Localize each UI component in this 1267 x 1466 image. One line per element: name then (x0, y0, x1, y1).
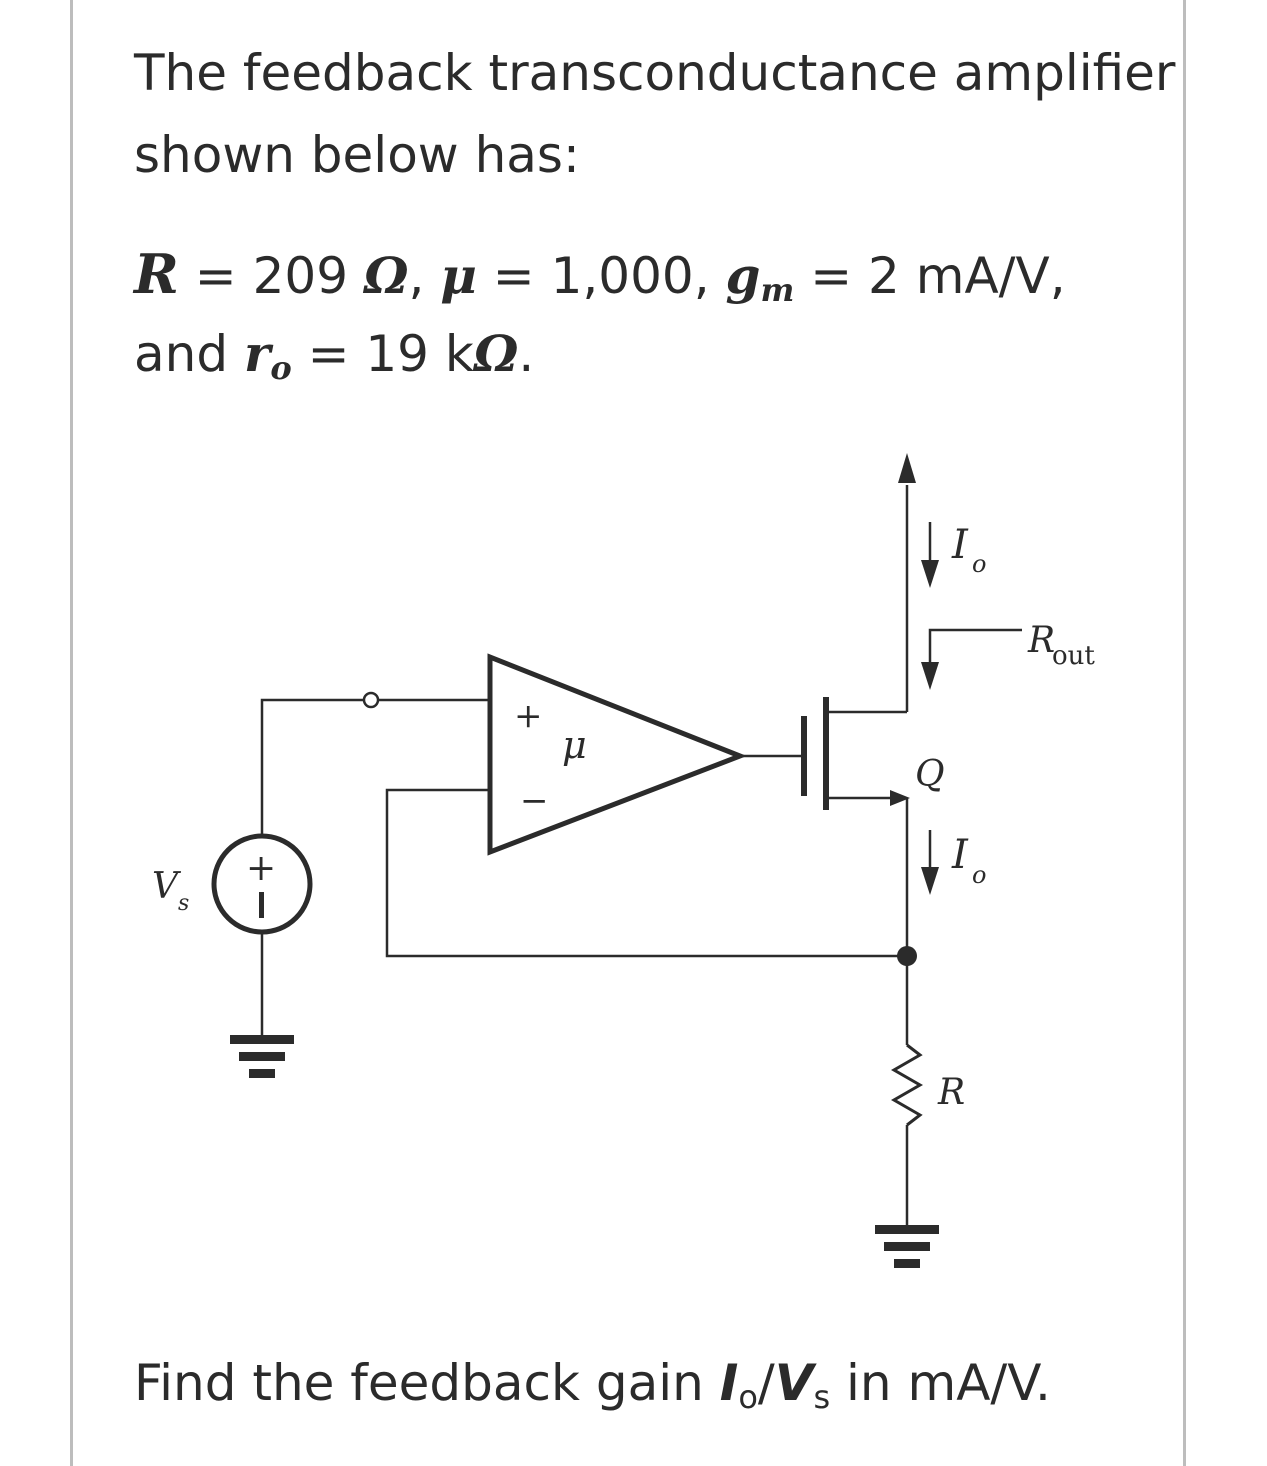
mu-symbol: μ (440, 246, 477, 305)
R-value: = 209 (194, 247, 349, 305)
io-bottom-arrow-head (921, 867, 939, 895)
slash: / (757, 1354, 775, 1412)
amp-minus-label: − (520, 781, 549, 821)
ground-left-bar-1 (230, 1035, 294, 1044)
question-line: Find the feedback gain Io/Vs in mA/V. (134, 1354, 1051, 1416)
ground-left-bar-2 (239, 1052, 285, 1061)
rout-subscript: out (1052, 641, 1095, 671)
mu-value: = 1,000, (492, 247, 710, 305)
io-bottom-subscript: o (972, 861, 986, 889)
io-top-subscript: o (972, 550, 986, 578)
source-arrow-head (890, 790, 910, 806)
sep: , (408, 247, 425, 305)
question-suffix: in mA/V. (830, 1354, 1051, 1412)
ground-left-bar-3 (249, 1069, 275, 1078)
amp-gain-label: μ (562, 723, 587, 767)
period: . (518, 325, 535, 383)
feedback-node (897, 946, 917, 966)
output-arrow-head (898, 453, 916, 483)
amplifier-triangle (487, 653, 747, 856)
kohm-symbol: Ω (473, 324, 519, 383)
gm-value: = 2 mA/V, (810, 247, 1066, 305)
and-text: and (134, 325, 229, 383)
params-line-2: and ro = 19 kΩ. (134, 324, 534, 387)
resistor-label: R (937, 1072, 965, 1113)
gm-symbol: g (725, 246, 761, 305)
ro-symbol: r (243, 324, 271, 383)
input-terminal (362, 691, 380, 709)
feedback-wire (385, 788, 907, 958)
gm-subscript: m (760, 271, 795, 309)
ground-right-bar-3 (894, 1259, 920, 1268)
resistor (890, 1043, 924, 1127)
io-symbol: I (719, 1354, 739, 1412)
source-minus-sign (259, 892, 264, 918)
params-line-1: R = 209 Ω, μ = 1,000, gm = 2 mA/V, (134, 242, 1066, 309)
source-top-wire (260, 698, 364, 835)
rout-label: R (1027, 620, 1055, 661)
vs-subscript-text: s (813, 1378, 831, 1416)
question-prefix: Find the feedback gain (134, 1354, 720, 1412)
vs-label: V (152, 866, 182, 907)
amp-plus-label: + (514, 696, 543, 736)
io-top-label: I (951, 522, 969, 568)
intro-line-1: The feedback transconductance amplifier (134, 44, 1176, 102)
ohm-symbol: Ω (363, 246, 409, 305)
R-symbol: R (134, 242, 179, 306)
ground-right-bar-1 (875, 1225, 939, 1234)
ro-subscript: o (270, 349, 292, 387)
vs-symbol: V (774, 1354, 814, 1412)
ro-value: = 19 k (307, 325, 474, 383)
source-plus-label: + (246, 848, 276, 889)
vs-subscript: s (178, 891, 189, 916)
transistor-label: Q (915, 754, 945, 795)
rout-indicator-line (928, 628, 1022, 684)
rout-arrow-head (921, 662, 939, 690)
intro-line-2: shown below has: (134, 126, 580, 184)
right-border (1183, 0, 1186, 1466)
io-bottom-label: I (951, 832, 969, 878)
io-top-arrow-head (921, 560, 939, 588)
ground-right-bar-2 (884, 1242, 930, 1251)
left-border (70, 0, 73, 1466)
io-subscript: o (738, 1378, 758, 1416)
